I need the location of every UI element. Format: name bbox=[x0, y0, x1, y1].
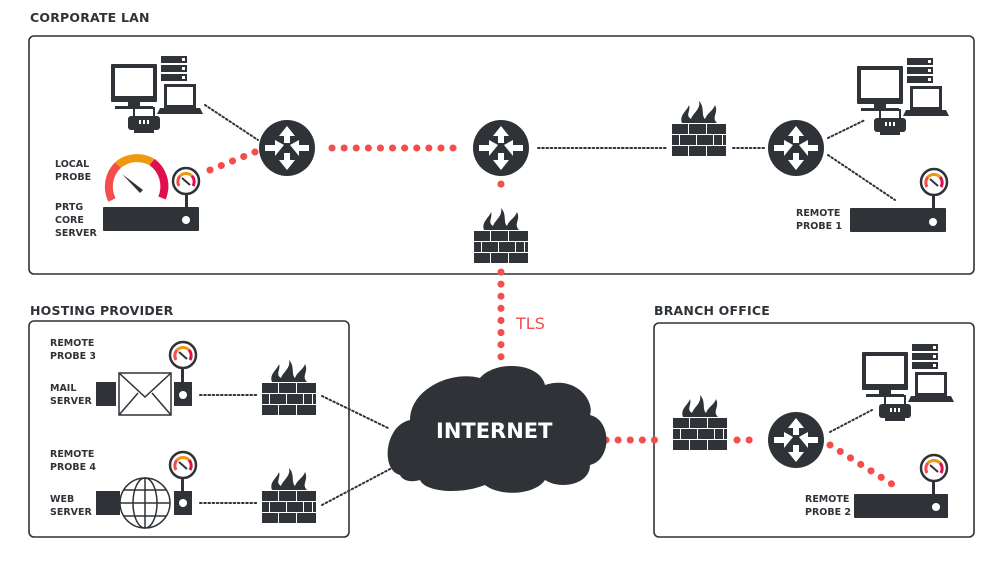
globe-icon bbox=[119, 477, 171, 529]
cloud-icon bbox=[387, 365, 607, 493]
gauge-icon bbox=[168, 340, 198, 370]
gauge-icon bbox=[919, 167, 949, 197]
workstation-group-icon bbox=[856, 57, 950, 136]
gauge-stem bbox=[181, 368, 184, 382]
router-icon bbox=[473, 120, 529, 176]
gauge-stem bbox=[932, 195, 935, 209]
link-router3-probe1 bbox=[827, 154, 896, 201]
link-branch-router-probe2 bbox=[826, 441, 899, 490]
firewall-icon bbox=[673, 395, 727, 450]
firewall-icon bbox=[262, 360, 316, 415]
gauge-stem bbox=[932, 481, 935, 495]
workstation-group-icon bbox=[110, 55, 204, 134]
probe-led bbox=[179, 391, 187, 399]
zone-title-hosting-provider: HOSTING PROVIDER bbox=[30, 303, 174, 318]
zone-title-branch-office: BRANCH OFFICE bbox=[654, 303, 770, 318]
internet-label: INTERNET bbox=[436, 419, 553, 443]
gauge-icon bbox=[171, 166, 201, 196]
zone-box-hosting-provider bbox=[28, 320, 350, 538]
web-server-rack-left bbox=[96, 491, 120, 515]
local-probe-gauge-icon bbox=[104, 154, 169, 202]
firewall-icon bbox=[474, 208, 528, 263]
gauge-stem bbox=[181, 478, 184, 492]
server-icon bbox=[103, 207, 199, 231]
server-icon bbox=[854, 494, 948, 518]
envelope-icon bbox=[118, 372, 172, 416]
router-icon bbox=[768, 412, 824, 468]
link-branch-router-workstations bbox=[829, 409, 873, 433]
router-icon bbox=[259, 120, 315, 176]
gauge-stem bbox=[185, 194, 188, 208]
link-router3-workstations bbox=[827, 119, 866, 139]
zone-box-branch-office bbox=[653, 322, 975, 538]
link-firewall-internet-top bbox=[321, 395, 389, 429]
workstation-group-icon bbox=[861, 343, 955, 422]
gauge-icon bbox=[168, 450, 198, 480]
probe-led bbox=[179, 499, 187, 507]
gauge-icon bbox=[919, 453, 949, 483]
tls-label: TLS bbox=[515, 314, 545, 333]
firewall-icon bbox=[262, 468, 316, 523]
zone-title-corporate-lan: CORPORATE LAN bbox=[30, 10, 150, 25]
mail-server-rack-left bbox=[96, 382, 116, 406]
links bbox=[199, 104, 899, 506]
link-firewall-internet-bottom bbox=[321, 467, 393, 506]
router-icon bbox=[768, 120, 824, 176]
link-workstations-router1 bbox=[204, 104, 259, 141]
server-icon bbox=[850, 208, 946, 232]
firewall-icon bbox=[672, 101, 726, 156]
link-core-router1 bbox=[206, 148, 259, 174]
